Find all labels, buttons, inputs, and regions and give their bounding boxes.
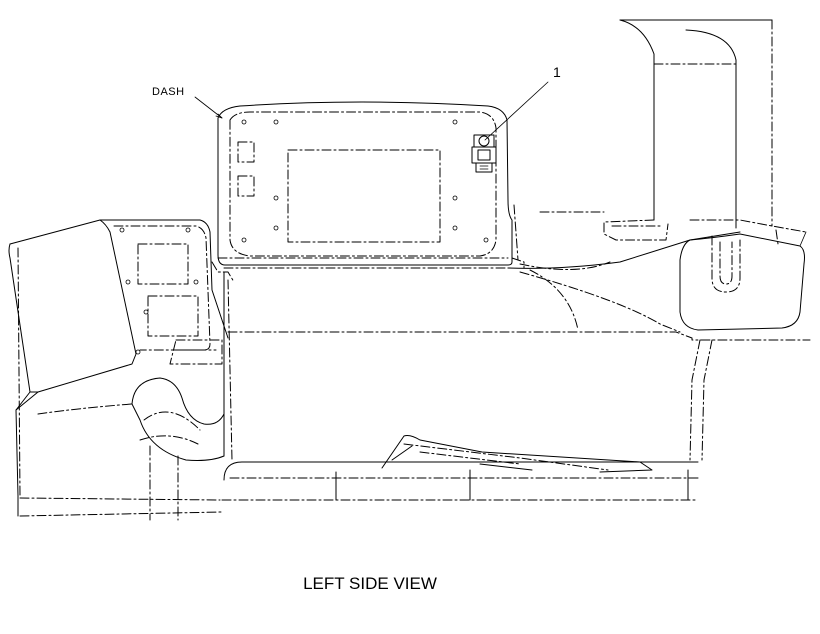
steering-pedestal <box>131 261 235 521</box>
dash-switch-cutout-upper <box>237 141 255 163</box>
left-side-console <box>8 219 229 497</box>
dash-switch-cutout-lower <box>237 175 255 197</box>
callout-dash-label: DASH <box>152 86 185 98</box>
console-upper-cutout <box>137 243 189 285</box>
callout-item-1-leader <box>484 81 549 141</box>
item-1-component <box>471 134 497 173</box>
callout-item-1-label: 1 <box>553 64 561 80</box>
dash-screen-cutout <box>287 149 441 243</box>
cab-body <box>37 204 811 461</box>
dash-panel <box>217 101 513 266</box>
right-seat-structure <box>603 19 807 331</box>
floor-rail <box>17 435 699 517</box>
console-lower-cutout <box>147 295 199 337</box>
view-title: LEFT SIDE VIEW <box>303 574 437 593</box>
callout-dash-leader <box>194 96 223 119</box>
